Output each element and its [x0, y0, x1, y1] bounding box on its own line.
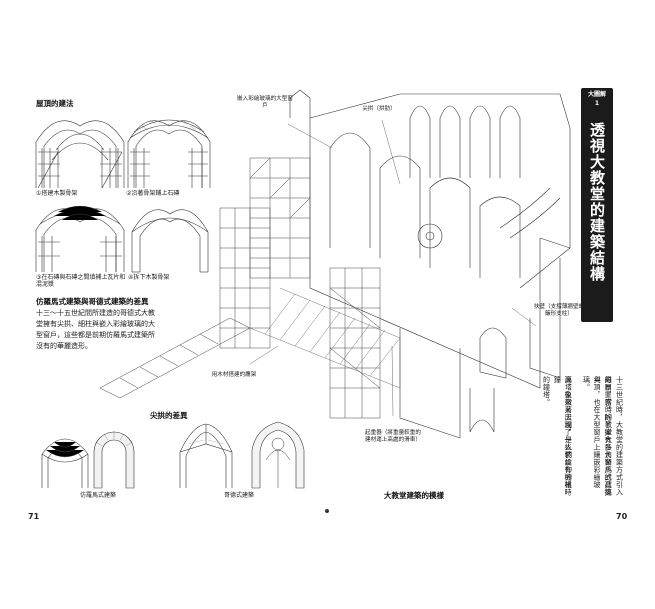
roof-step1-illustration [35, 120, 125, 189]
callout-stained-glass-window: 嵌入彩繪玻璃的大型窗戶 [237, 96, 293, 109]
body-column-5: 高塔象徵著天國，是人們信仰的根 [564, 376, 573, 489]
page-number-right: 70 [616, 512, 628, 521]
body-column-1: 十三世紀時，大教堂的建築方式引入 [615, 376, 624, 496]
roof-step1-label: ①搭建木製骨架 [36, 190, 78, 197]
feature-side-tab: 大圖解 1 透視大教堂的建築結構 [581, 88, 613, 322]
page-number-left: 71 [28, 512, 40, 521]
gothic-label: 哥德式建築 [224, 492, 255, 499]
section-body-style-difference: 十三～十五世紀間所建造的哥德式大教堂擁有尖拱、細柱與嵌入彩繪玻璃的大型窗戶，這些… [36, 309, 155, 350]
illustration-caption: 大教堂建築的模樣 [384, 491, 444, 500]
cathedral-cutaway-illustration [100, 89, 571, 439]
callout-buttress: 扶壁（支撐薄牆壁的簸形支柱） [533, 304, 585, 317]
tab-header: 大圖解 1 [581, 88, 613, 114]
body-column-4: 尖頂，也在大型窗戶上鑲嵌彩繪玻璃。 [582, 376, 602, 489]
romanesque-vault-illustration [41, 438, 89, 488]
romanesque-arch-illustration [93, 431, 135, 489]
roof-step2-illustration [127, 119, 211, 188]
body-column-3: 的厚重感，除了擁有巨大窗戶的高挑與 [593, 376, 613, 496]
tab-number: 1 [594, 100, 600, 107]
roof-step4-label: ④拆下木製骨架 [128, 274, 170, 281]
callout-crane: 起重器（將重量較重的建材運上高處的滑車） [365, 430, 421, 443]
roof-step3-label: ③在石磚與石磚之間填補上瓦片和混泥漿 [36, 274, 126, 288]
section-title-arch-difference: 尖拱的差異 [150, 411, 188, 420]
section-title-style-difference: 仿羅馬式建築與哥德式建築的差異 [36, 297, 149, 306]
callout-pointed-arch: 尖拱（拱肋） [362, 106, 396, 112]
tab-label: 大圖解 [587, 91, 606, 98]
roof-step3-illustration [35, 205, 125, 272]
romanesque-label: 仿羅馬式建築 [80, 492, 117, 499]
body-column-7: 的鐘塔。 [542, 376, 551, 406]
roof-step2-label: ②沿著骨架鋪上石磚 [126, 190, 180, 197]
body-column-6: 源，後來又出現了一些裝設有機械時鐘 [553, 376, 573, 496]
section-title-roof-construction: 屋頂的建法 [36, 99, 74, 108]
roof-step4-illustration [131, 209, 209, 273]
body-column-2: 羅目，當時的教堂大多仿羅馬式建築 [604, 376, 613, 496]
gutter-mark [325, 509, 329, 513]
gothic-vault-illustration [179, 423, 233, 488]
gothic-arch-illustration [251, 421, 305, 489]
callout-scaffold: 用木材搭建的鷹架 [211, 372, 257, 378]
tab-title: 透視大教堂的建築結構 [588, 122, 606, 282]
